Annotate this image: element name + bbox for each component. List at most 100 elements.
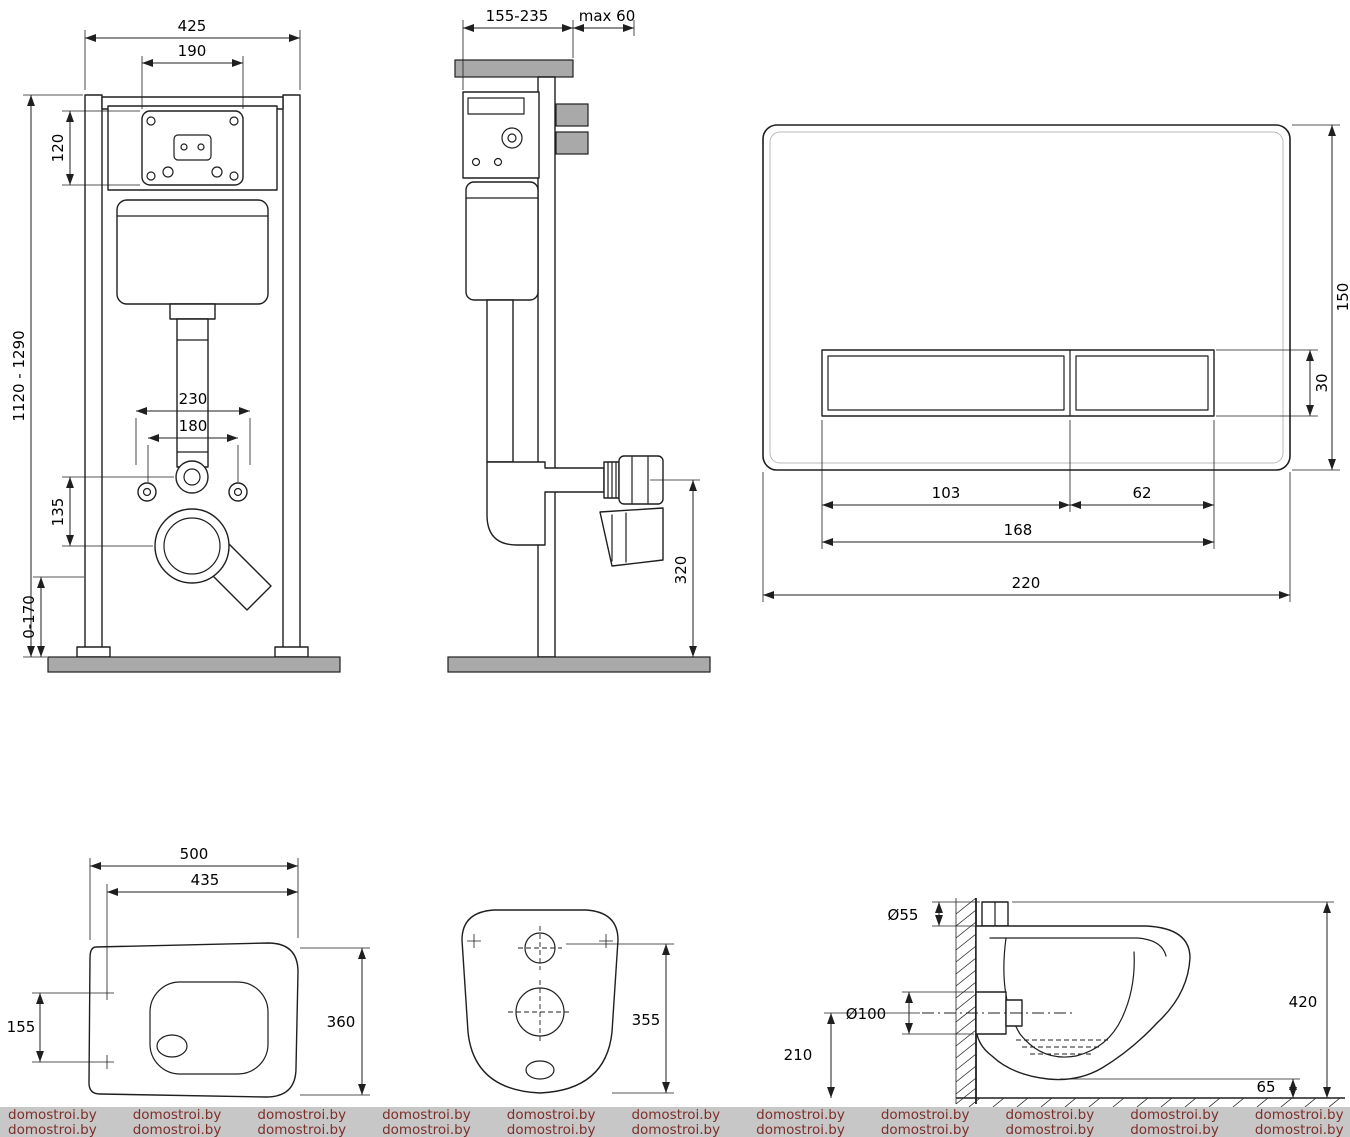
- bowl-top-dimensions: 500 435 155 360: [7, 845, 370, 1096]
- dim-outlet-height: 320: [672, 556, 690, 585]
- dim-depth-range: 155-235: [486, 7, 549, 25]
- dim-foot-adjust: 0-170: [20, 595, 38, 639]
- bowl-outline-top: [88, 942, 299, 1098]
- fixing-bolts: [137, 482, 248, 502]
- watermark-text: domostroi.by: [132, 1107, 222, 1123]
- flush-pipe-side: [486, 299, 514, 463]
- watermark-text: domostroi.by: [8, 1107, 97, 1123]
- bowl-top-view: 500 435 155 360: [7, 845, 370, 1098]
- watermark-text: domostroi.by: [382, 1107, 471, 1123]
- watermark-text: domostroi.by: [756, 1121, 845, 1137]
- watermark-text: domostroi.by: [257, 1121, 347, 1137]
- dim-bowl-width: 360: [327, 1013, 356, 1031]
- inlet-opening-inner: [183, 468, 201, 486]
- side-cross-marks: [467, 934, 613, 948]
- dim-inlet-diameter: Ø55: [888, 906, 919, 924]
- dim-tank-height: 120: [49, 134, 67, 163]
- bowl-underside-dimensions: 355: [566, 943, 674, 1094]
- watermark-text: domostroi.by: [1005, 1121, 1095, 1137]
- frame-left-rail: [84, 94, 103, 658]
- watermark-text: domostroi.by: [631, 1121, 721, 1137]
- bowl-profile: [975, 925, 1191, 1081]
- watermark-text: domostroi.by: [756, 1107, 845, 1123]
- technical-drawing: 425 190 120 1120 - 1290 230 180 135 0-17…: [7, 7, 1350, 1107]
- dim-bolt-span: 155: [7, 1018, 36, 1036]
- left-foot-plate: [76, 646, 111, 658]
- dim-plate-width: 220: [1012, 574, 1041, 592]
- frame-side-dimensions: 155-235 max 60 320: [462, 7, 700, 657]
- wall-bracket-lower: [555, 131, 589, 155]
- drain-socket: [154, 508, 230, 584]
- bowl-side-dimensions: Ø55 Ø100 210 420 65: [784, 901, 1334, 1098]
- cistern-tank-side: [465, 181, 539, 301]
- dim-bottom-clearance: 65: [1256, 1078, 1275, 1096]
- outlet-coupling: [603, 455, 664, 505]
- inlet-hole-crosshair: [518, 926, 562, 970]
- control-unit: [141, 110, 244, 186]
- watermark-text: domostroi.by: [132, 1121, 222, 1137]
- dim-large-button-width: 103: [932, 484, 961, 502]
- dim-buttons-width: 168: [1004, 521, 1033, 539]
- water-level-dashes: [1016, 1039, 1108, 1055]
- control-box-side-details: [467, 97, 525, 167]
- bowl-opening: [149, 981, 269, 1075]
- button-frame: [821, 349, 1215, 417]
- watermark-text: domostroi.by: [1130, 1107, 1219, 1123]
- dim-bolt-to-front: 435: [191, 871, 220, 889]
- flush-pipe: [176, 318, 209, 468]
- dim-mount-height: 420: [1289, 993, 1318, 1011]
- rim-inner-line: [989, 937, 1167, 957]
- bolt-cross-marks: [100, 986, 114, 1069]
- dim-frame-height-range: 1120 - 1290: [10, 330, 28, 421]
- watermark-text: domostroi.by: [1254, 1107, 1344, 1123]
- dim-tank-width: 190: [178, 42, 207, 60]
- bowl-drain-hole: [156, 1034, 188, 1058]
- flush-plate-dimensions: 150 30 103 62 168 220: [762, 124, 1350, 602]
- watermark-text: domostroi.by: [880, 1107, 970, 1123]
- watermark-text: domostroi.by: [506, 1107, 596, 1123]
- floor-slab-front: [47, 656, 341, 673]
- dim-wall-offset-max: max 60: [579, 7, 636, 25]
- dim-button-height: 30: [1313, 373, 1331, 392]
- wall-bracket-upper: [555, 103, 589, 127]
- dim-frame-width: 425: [178, 17, 207, 35]
- dim-bowl-length: 500: [180, 845, 209, 863]
- flush-pipe-collar: [169, 303, 216, 320]
- watermark-text: domostroi.by: [257, 1107, 347, 1123]
- watermark-text: domostroi.by: [1254, 1121, 1344, 1137]
- outlet-cone: [599, 507, 664, 567]
- flush-plate-view: 150 30 103 62 168 220: [762, 124, 1350, 602]
- dim-underside-length: 355: [632, 1011, 661, 1029]
- watermark-text: domostroi.by: [1130, 1121, 1219, 1137]
- dim-small-button-width: 62: [1132, 484, 1151, 502]
- wall-section: [955, 897, 977, 1105]
- watermark-strip: domostroi.by domostroi.by domostroi.by d…: [0, 1107, 1350, 1137]
- watermark-text: domostroi.by: [8, 1121, 97, 1137]
- watermark-text: domostroi.by: [631, 1107, 721, 1123]
- bowl-side-view: Ø55 Ø100 210 420 65: [784, 897, 1345, 1107]
- drain-socket-inner: [163, 517, 221, 575]
- frame-front-view: 425 190 120 1120 - 1290 230 180 135 0-17…: [10, 17, 341, 673]
- right-foot-plate: [274, 646, 309, 658]
- wall-slab: [454, 59, 574, 78]
- front-fixing-hole: [525, 1060, 555, 1080]
- small-flush-button: [1075, 355, 1209, 411]
- dim-fixing-span-outer: 230: [179, 390, 208, 408]
- dim-outlet-offset: 135: [49, 498, 67, 527]
- watermark-text: domostroi.by: [382, 1121, 471, 1137]
- dim-outlet-axis-height: 210: [784, 1046, 813, 1064]
- bowl-underside-view: 355: [461, 909, 674, 1094]
- frame-rail-side: [537, 76, 556, 658]
- frame-front-dimensions: 425 190 120 1120 - 1290 230 180 135 0-17…: [10, 17, 301, 658]
- dim-outlet-diameter: Ø100: [846, 1005, 886, 1023]
- flush-plate: [762, 124, 1291, 471]
- floor-slab-side: [447, 656, 711, 673]
- watermark-text: domostroi.by: [506, 1121, 596, 1137]
- control-unit-details: [146, 116, 239, 181]
- watermark-text: domostroi.by: [1005, 1107, 1095, 1123]
- dim-fixing-span-inner: 180: [179, 417, 208, 435]
- flush-plate-inner-edge: [769, 131, 1284, 464]
- dim-plate-height: 150: [1334, 283, 1350, 312]
- frame-right-rail: [282, 94, 301, 658]
- large-flush-button: [827, 355, 1065, 411]
